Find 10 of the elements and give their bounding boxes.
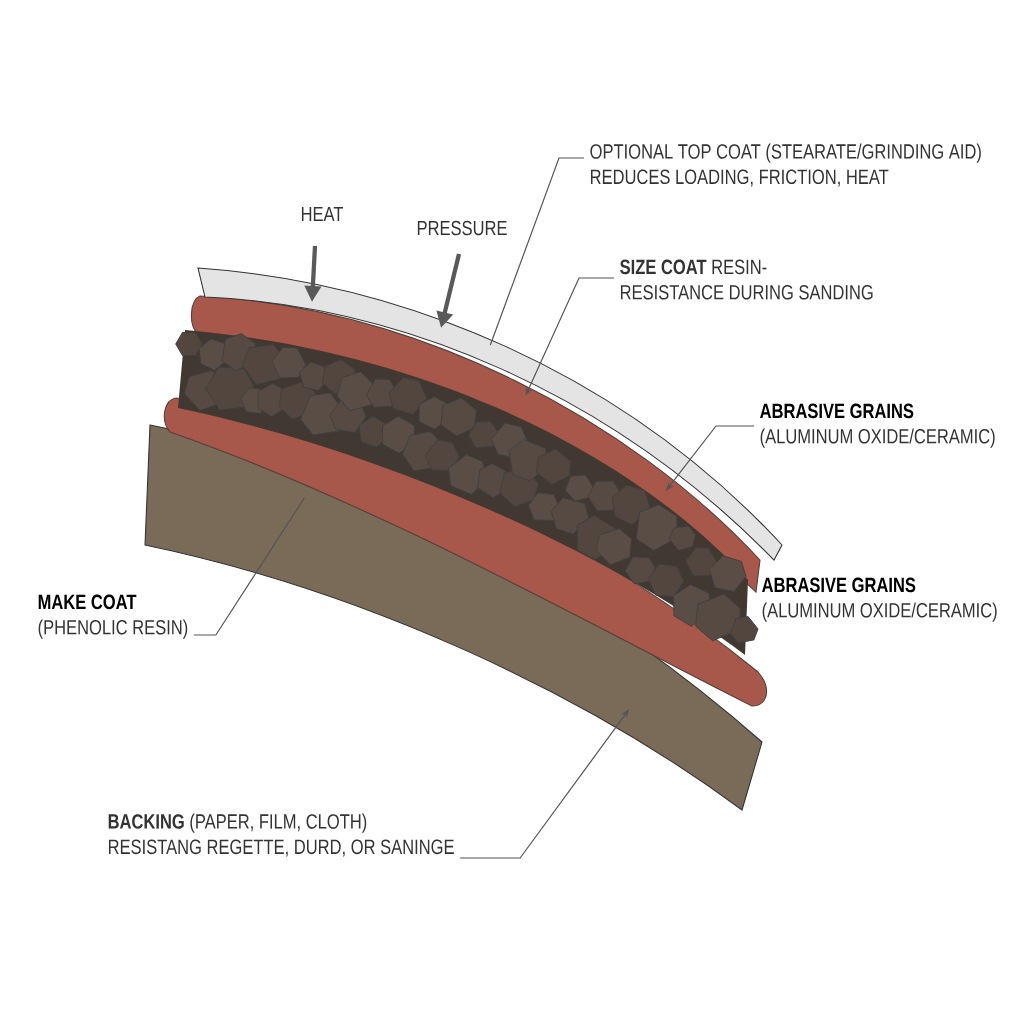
force-label: PRESSURE [417,220,507,236]
callout-text: ABRASIVE GRAINS (ALUMINUM OXIDE/CERAMIC) [760,403,995,448]
leader-line [489,157,585,346]
leader-line [193,497,305,636]
callout-text: ABRASIVE GRAINS (ALUMINUM OXIDE/CERAMIC) [762,577,997,622]
callout-text: OPTIONAL TOP COAT (STEARATE/GRINDING AID) REDUCES LOADING, FRICTION, HEAT [590,143,981,187]
callout-text: SIZE COAT RESIN- RESISTANCE DURING SANDING [620,259,873,300]
force-label: HEAT [301,206,344,222]
callout-text: MAKE COAT (PHENOLIC RESIN) [38,594,188,639]
callout-text: BACKING (PAPER, FILM, CLOTH) RESISTANG REGETTE, DURD, OR SANINGE [108,813,454,857]
